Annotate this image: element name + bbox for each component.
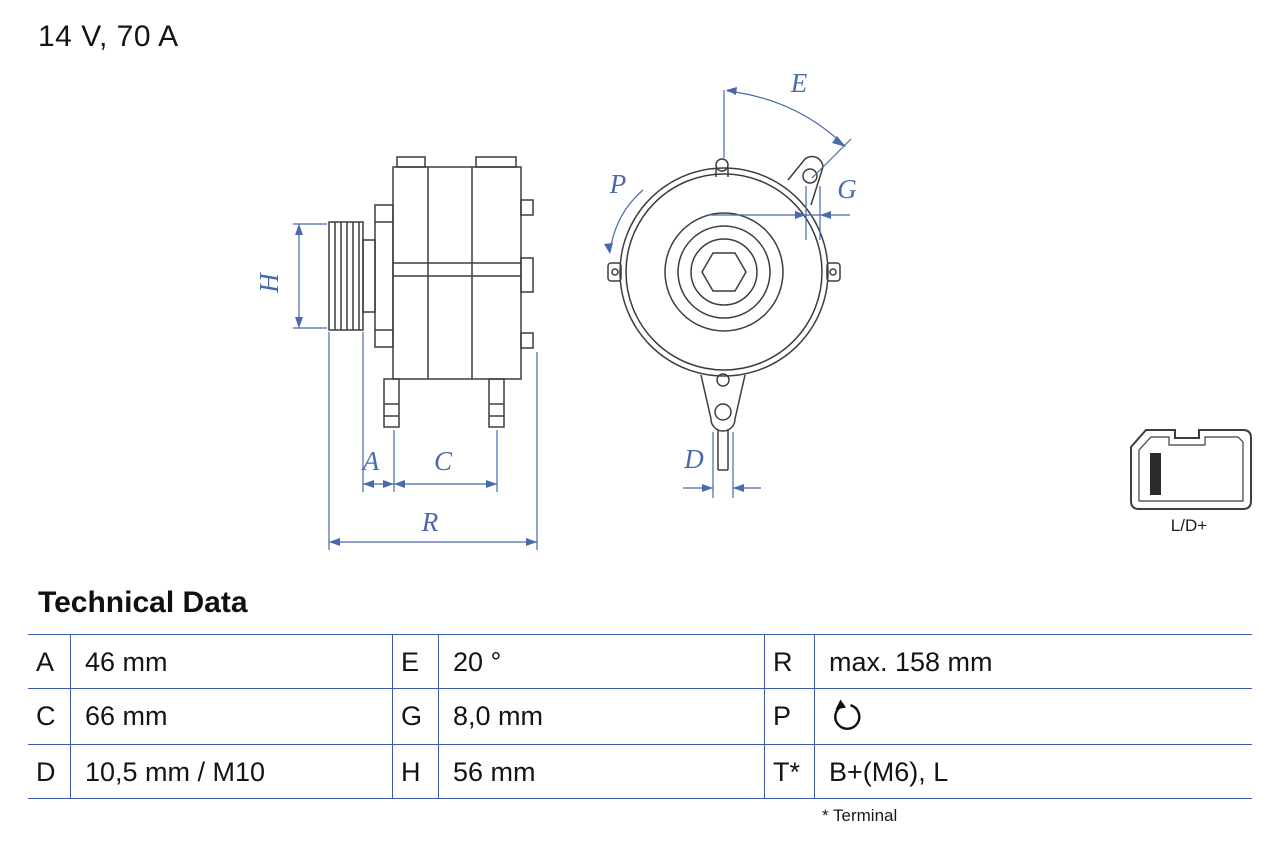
dimension-arrowheads — [295, 87, 846, 546]
terminal-footnote: * Terminal — [822, 806, 898, 825]
spec-value — [814, 689, 1252, 744]
side-view — [328, 156, 534, 428]
spec-value: 46 mm — [70, 635, 392, 688]
spec-key: D — [36, 757, 56, 787]
spec-key: G — [392, 689, 438, 744]
front-view — [607, 155, 841, 471]
connector-pictogram: L/D+ — [1130, 429, 1252, 535]
spec-value: 56 mm — [438, 745, 764, 798]
dim-label-h: H — [254, 272, 284, 294]
spec-value: 8,0 mm — [438, 689, 764, 744]
dim-label-d: D — [683, 444, 704, 474]
dim-label-a: A — [361, 446, 380, 476]
dim-label-g: G — [837, 174, 857, 204]
dim-label-e: E — [790, 68, 808, 98]
spec-value: B+(M6), L — [814, 745, 1252, 798]
spec-value: 20 ° — [438, 635, 764, 688]
alternator-technical-drawing: H A C R E P G D L/D+ — [254, 68, 1252, 550]
dimension-lines — [293, 90, 852, 550]
table-row: D 10,5 mm / M10 H 56 mm T* B+(M6), L — [28, 744, 1252, 798]
technical-data-table: A 46 mm E 20 ° R max. 158 mm C 66 mm G 8… — [28, 634, 1252, 826]
spec-value: max. 158 mm — [814, 635, 1252, 688]
spec-value: 66 mm — [70, 689, 392, 744]
part-rating-title: 14 V, 70 A — [38, 20, 179, 53]
dim-label-r: R — [421, 507, 439, 537]
connector-terminal-pin — [1150, 453, 1161, 495]
spec-key: H — [392, 745, 438, 798]
spec-key: T* — [764, 745, 814, 798]
rotation-direction-icon — [834, 699, 861, 730]
spec-value: 10,5 mm / M10 — [70, 745, 392, 798]
dim-label-p: P — [609, 169, 627, 199]
spec-key: C — [36, 701, 56, 731]
technical-data-heading: Technical Data — [38, 586, 248, 619]
connector-label: L/D+ — [1171, 516, 1207, 535]
spec-key: P — [764, 689, 814, 744]
table-row: C 66 mm G 8,0 mm P — [28, 688, 1252, 744]
table-row: A 46 mm E 20 ° R max. 158 mm — [28, 634, 1252, 688]
spec-key: A — [36, 647, 55, 677]
spec-key: R — [764, 635, 814, 688]
dim-label-c: C — [434, 446, 453, 476]
spec-key: E — [392, 635, 438, 688]
